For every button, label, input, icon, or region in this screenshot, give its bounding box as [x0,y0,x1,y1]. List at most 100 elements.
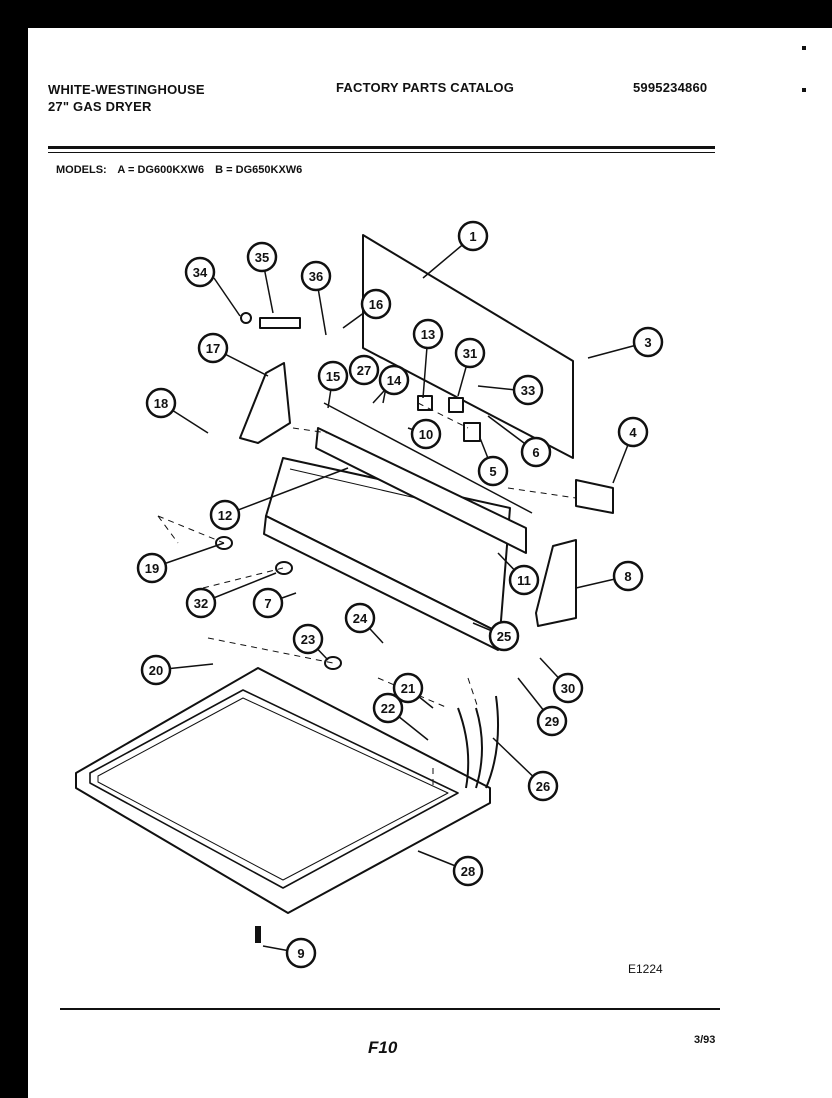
callout-7: 7 [252,587,284,619]
catalog-part-number: 5995234860 [633,80,708,95]
callout-14: 14 [378,364,410,396]
switch-5 [463,422,481,442]
knob-32 [275,561,293,575]
callout-label: 31 [463,346,477,361]
callout-circle [185,587,217,619]
callout-label: 18 [154,396,168,411]
callout-circle [317,360,349,392]
callout-circle [246,241,278,273]
callout-circle [536,705,568,737]
callout-circle [292,623,324,655]
callout-32: 32 [185,587,217,619]
callout-8: 8 [612,560,644,592]
callout-circle [527,770,559,802]
callout-label: 24 [353,611,368,626]
callout-31: 31 [454,337,486,369]
switch-13 [417,395,433,411]
callout-33: 33 [512,374,544,406]
callout-9: 9 [285,937,317,969]
lamp-34 [240,312,252,324]
callout-circle [197,332,229,364]
model-a: A = DG600KXW6 [117,164,205,176]
callout-circle [508,564,540,596]
callout-25: 25 [488,620,520,652]
callout-23: 23 [292,623,324,655]
callout-label: 22 [381,701,395,716]
callout-circle [372,692,404,724]
callout-24: 24 [344,602,376,634]
callout-circle [488,620,520,652]
callout-circle [392,672,424,704]
callout-27: 27 [348,354,380,386]
callout-label: 19 [145,561,159,576]
callout-label: 10 [419,427,433,442]
callout-circle [632,326,664,358]
model-b: B = DG650KXW6 [215,164,303,176]
right-end-cap [535,539,577,627]
callout-19: 19 [136,552,168,584]
callout-label: 4 [629,425,637,440]
page-id: F10 [368,1038,398,1057]
callout-label: 26 [536,779,550,794]
callout-label: 14 [387,373,402,388]
footer-rule [60,1008,720,1010]
timer-module [575,479,614,514]
diagram-code: E1224 [628,962,663,976]
callout-36: 36 [300,260,332,292]
callout-circle [477,455,509,487]
callout-label: 21 [401,681,415,696]
callout-circle [360,288,392,320]
callout-11: 11 [508,564,540,596]
callout-30: 30 [552,672,584,704]
callout-29: 29 [536,705,568,737]
callout-26: 26 [527,770,559,802]
callout-circle [344,602,376,634]
callout-label: 6 [532,445,539,460]
callout-label: 3 [644,335,651,350]
callout-18: 18 [145,387,177,419]
callout-21: 21 [392,672,424,704]
callout-label: 34 [193,265,208,280]
header-rule-thick [48,146,715,149]
brand-name: WHITE-WESTINGHOUSE [48,82,205,97]
control-bracket [315,402,533,554]
callout-circle [184,256,216,288]
callout-label: 30 [561,681,575,696]
callout-28: 28 [452,855,484,887]
callout-35: 35 [246,241,278,273]
callout-3: 3 [632,326,664,358]
callout-circle [457,220,489,252]
callout-label: 20 [149,663,163,678]
callout-circle [136,552,168,584]
terminal-block-35 [259,317,301,329]
left-end-cap [239,362,291,444]
callout-label: 28 [461,864,475,879]
callout-label: 8 [624,569,631,584]
callout-circle [410,418,442,450]
callout-label: 9 [297,946,304,961]
callout-label: 11 [517,573,531,588]
catalog-title: FACTORY PARTS CATALOG [336,80,515,95]
callout-16: 16 [360,288,392,320]
callout-label: 36 [309,269,323,284]
callout-label: 33 [521,383,535,398]
callout-13: 13 [412,318,444,350]
models-line: MODELS: A = DG600KXW6 B = DG650KXW6 [56,164,310,176]
callout-22: 22 [372,692,404,724]
callout-label: 15 [326,369,340,384]
catalog-page: WHITE-WESTINGHOUSE 27" GAS DRYER FACTORY… [28,28,832,1098]
callout-15: 15 [317,360,349,392]
switch-31 [448,397,464,413]
callout-label: 7 [264,596,271,611]
callout-circle [512,374,544,406]
callout-circle [300,260,332,292]
callout-circle [348,354,380,386]
knob-23 [324,656,342,670]
callout-circle [145,387,177,419]
callout-circle [612,560,644,592]
callout-label: 35 [255,250,269,265]
callout-label: 13 [421,327,435,342]
callout-label: 25 [497,629,511,644]
callout-circle [252,587,284,619]
callout-label: 5 [489,464,496,479]
